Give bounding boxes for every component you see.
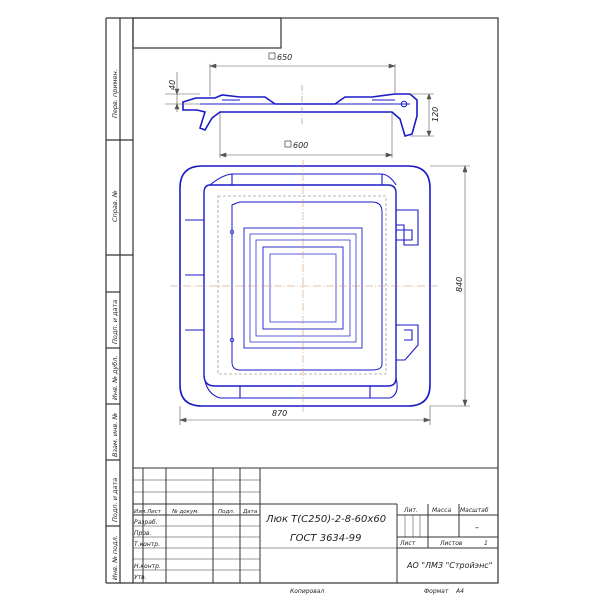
label-first-use: Перв. примен. — [111, 69, 119, 118]
label-inv-dup: Инв. № дубл. — [111, 356, 119, 400]
scale-value: – — [475, 523, 479, 532]
role-norm-control: Н.контр. — [134, 563, 161, 570]
copied: Копировал — [290, 588, 324, 595]
side-view-outline — [182, 93, 418, 137]
sheet-frame — [105, 17, 499, 584]
side-labels: Перв. примен. Справ. № Подп. и дата Инв.… — [111, 69, 119, 580]
plan-view: 840 870 — [170, 160, 470, 425]
col-mass: Масса — [432, 507, 451, 514]
dim-840 — [430, 165, 470, 407]
role-tech-control: Т.контр. — [134, 541, 160, 548]
label-replace-inv: Взам. инв. № — [111, 413, 119, 457]
role-developed: Разраб. — [134, 519, 158, 526]
designation: Люк Т(С250)-2-8-60х60 — [265, 514, 386, 525]
dim-600-label: 600 — [293, 141, 308, 150]
side-view: 650 40 120 600 — [165, 52, 440, 158]
col-lit: Лит. — [403, 507, 418, 514]
dim-650-label: 650 — [277, 53, 292, 62]
organization: АО "ЛМЗ "Стройэнс" — [406, 561, 492, 570]
dim-40 — [165, 72, 200, 112]
label-sign-date-1: Подп. и дата — [111, 300, 119, 344]
dim-870-label: 870 — [272, 409, 287, 418]
dim-40-label: 40 — [168, 80, 177, 90]
title-block-text: Изм. Лист № докум. Подп. Дата Разраб. Пр… — [134, 507, 492, 595]
format-label: Формат — [424, 588, 449, 595]
label-sign-date-2: Подп. и дата — [111, 478, 119, 522]
hdr-sign: Подп. — [218, 509, 235, 515]
dim-120 — [410, 93, 434, 137]
hdr-list: Лист — [146, 509, 162, 515]
role-approved: Утв. — [134, 574, 147, 581]
dim-650 — [209, 52, 396, 96]
dim-840-label: 840 — [455, 277, 464, 292]
title-block — [132, 467, 499, 584]
role-checked: Пров. — [134, 530, 152, 537]
sheet-label: Лист — [399, 540, 416, 547]
format-value: А4 — [455, 588, 464, 595]
dim-870 — [179, 406, 431, 425]
hdr-izm: Изм. — [134, 509, 147, 515]
standard: ГОСТ 3634-99 — [290, 533, 362, 544]
sheets-value: 1 — [484, 540, 488, 547]
hdr-doc: № докум. — [171, 509, 199, 515]
dim-600 — [219, 113, 393, 158]
hdr-date: Дата — [242, 509, 258, 515]
label-inv-orig: Инв. № подл. — [111, 535, 119, 580]
col-scale: Масштаб — [460, 507, 489, 514]
label-reference: Справ. № — [111, 190, 119, 222]
plan-outer-outline — [179, 165, 431, 407]
sheets-label: Листов — [439, 540, 463, 547]
dim-120-label: 120 — [431, 107, 440, 122]
